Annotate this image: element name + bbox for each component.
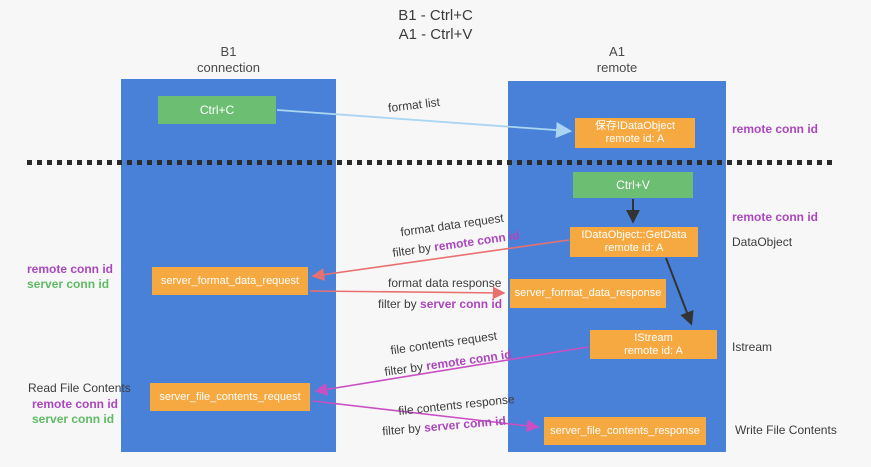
label-filter-server-1: filter by server conn id	[378, 297, 502, 311]
arrow-format-data-response	[309, 286, 506, 300]
remote-conn-id-text: remote conn id	[732, 210, 819, 224]
node-ctrl-v-label: Ctrl+V	[616, 177, 650, 192]
label-istream: Istream	[732, 340, 772, 355]
server-conn-id-text: server conn id	[32, 412, 115, 426]
node-server-file-contents-response: server_file_contents_response	[544, 417, 706, 445]
format-data-response-text: format data response	[388, 276, 502, 290]
node-istream-line2: remote id: A	[624, 344, 683, 357]
label-format-data-response: format data response	[388, 276, 501, 290]
dataobject-text: DataObject	[732, 235, 793, 249]
title-line-1: B1 - Ctrl+C	[398, 7, 473, 24]
lane-a1-name: A1	[609, 44, 625, 59]
node-ctrl-c: Ctrl+C	[158, 96, 276, 124]
node-ctrl-v: Ctrl+V	[573, 172, 693, 198]
node-istream: IStream remote id: A	[590, 330, 717, 359]
label-conn-ids-left-top: remote conn id server conn id	[27, 262, 113, 292]
read-file-contents-text: Read File Contents	[28, 381, 131, 395]
istream-text: Istream	[732, 340, 773, 354]
lane-b1-name: B1	[220, 44, 237, 59]
phase-separator-dashed-line	[27, 160, 833, 165]
lane-header-b1: B1 connection	[121, 44, 336, 76]
node-getdata-line2: remote id: A	[604, 242, 664, 254]
node-ctrl-c-label: Ctrl+C	[199, 102, 235, 117]
node-format-response-label: server_format_data_response	[514, 287, 662, 299]
node-file-request-label: server_file_contents_request	[159, 390, 301, 403]
remote-conn-id-text: remote conn id	[27, 262, 114, 276]
node-save-idataobject: 保存IDataObject remote id: A	[575, 118, 695, 148]
write-file-contents-text: Write File Contents	[735, 423, 837, 437]
label-format-list: format list	[387, 95, 440, 115]
node-file-response-label: server_file_contents_response	[550, 424, 700, 437]
server-conn-id-text: server conn id	[27, 277, 110, 291]
label-write-file-contents: Write File Contents	[735, 423, 837, 438]
diagram-title: B1 - Ctrl+C A1 - Ctrl+V	[0, 6, 871, 44]
node-format-request-label: server_format_data_request	[160, 274, 300, 287]
node-idataobject-getdata: IDataObject::GetData remote id: A	[570, 227, 698, 257]
node-server-format-data-response: server_format_data_response	[510, 279, 666, 308]
label-conn-ids-left-bottom: remote conn id server conn id	[32, 397, 118, 427]
label-dataobject: DataObject	[732, 235, 792, 250]
filter-by-text: filter by	[383, 359, 424, 379]
remote-conn-id-text: remote conn id	[425, 347, 513, 373]
node-save-idataobject-line2: remote id: A	[605, 133, 665, 145]
lane-a1-role: remote	[596, 60, 638, 75]
label-remote-conn-id-mid-right: remote conn id	[732, 210, 818, 225]
node-server-format-data-request: server_format_data_request	[152, 267, 308, 295]
label-read-file-contents: Read File Contents	[28, 381, 131, 396]
node-istream-line1: IStream	[634, 331, 673, 344]
label-remote-conn-id-top-right: remote conn id	[732, 122, 818, 137]
node-save-idataobject-line1: 保存IDataObject	[594, 120, 676, 132]
remote-conn-id-text: remote conn id	[732, 122, 819, 136]
server-conn-id-text: server conn id	[423, 413, 507, 435]
node-getdata-line1: IDataObject::GetData	[581, 229, 687, 241]
server-conn-id-text: server conn id	[420, 297, 503, 311]
title-line-2: A1 - Ctrl+V	[398, 26, 473, 43]
filter-by-text: filter by	[391, 240, 432, 260]
format-list-text: format list	[387, 94, 441, 116]
remote-conn-id-text: remote conn id	[32, 397, 119, 411]
filter-by-text: filter by	[381, 421, 422, 439]
node-server-file-contents-request: server_file_contents_request	[150, 383, 310, 411]
lane-b1-role: connection	[197, 60, 260, 75]
filter-by-text: filter by	[378, 297, 417, 311]
lane-header-a1: A1 remote	[508, 44, 726, 76]
